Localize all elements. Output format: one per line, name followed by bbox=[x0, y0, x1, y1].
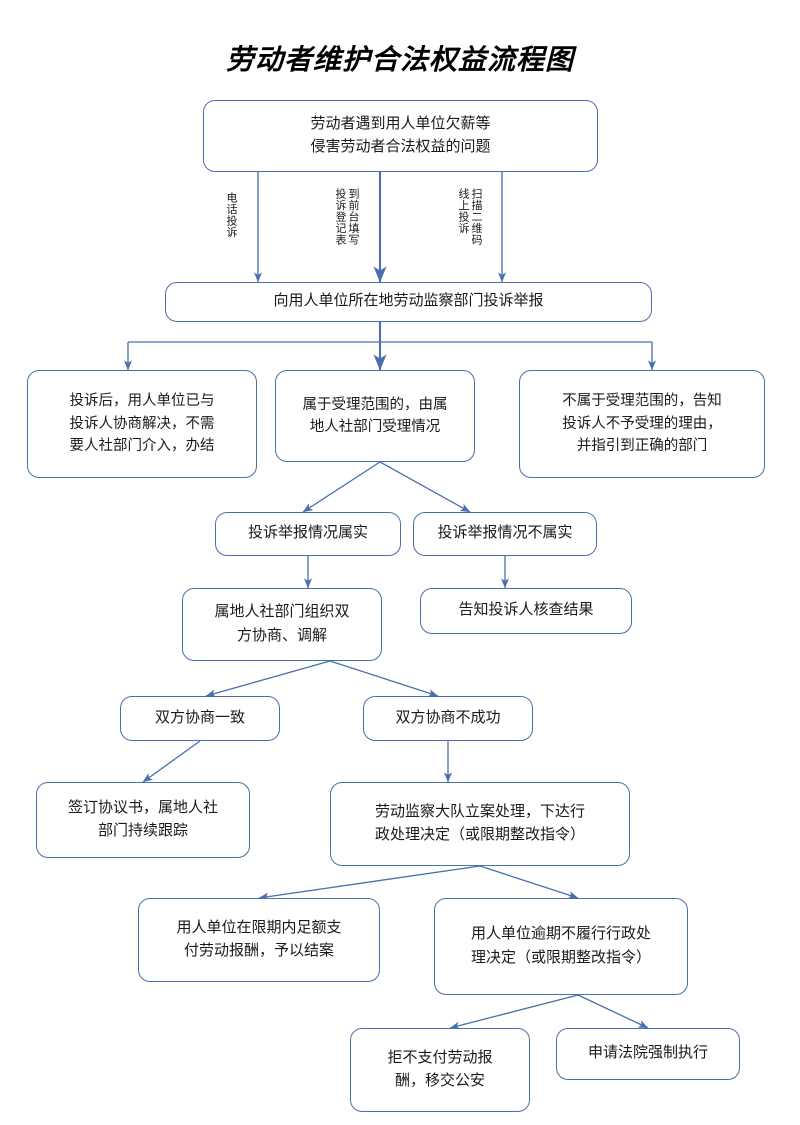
node-not-accepted-line-1: 不属于受理范围的，告知 bbox=[562, 393, 722, 410]
node-accepted-line-2: 地人社部门受理情况 bbox=[309, 419, 441, 435]
node-start-line-1: 劳动者遇到用人单位欠薪等 bbox=[310, 115, 491, 132]
node-false-case: 投诉举报情况不属实 bbox=[413, 512, 597, 556]
node-paid-closed-line-1: 用人单位在限期内足额支 bbox=[176, 919, 342, 936]
edge-agree-sign bbox=[142, 740, 201, 783]
edge-accepted-false bbox=[379, 461, 471, 513]
node-agree: 双方协商一致 bbox=[120, 696, 280, 741]
node-settled-line-1: 投诉后，用人单位已与 bbox=[69, 393, 215, 410]
node-not-accepted: 不属于受理范围的，告知 投诉人不予受理的理由， 并指引到正确的部门 bbox=[519, 370, 765, 478]
node-report-line-1: 向用人单位所在地劳动监察部门投诉举报 bbox=[273, 293, 544, 310]
node-sign-agreement-line-2: 部门持续跟踪 bbox=[97, 823, 188, 839]
node-true-case: 投诉举报情况属实 bbox=[215, 512, 401, 556]
node-settled-line-3: 要人社部门介入，办结 bbox=[69, 438, 215, 455]
node-accepted-line-1: 属于受理范围的，由属 bbox=[302, 396, 448, 413]
node-disagree-line-1: 双方协商不成功 bbox=[395, 709, 501, 726]
node-court: 申请法院强制执行 bbox=[556, 1028, 740, 1080]
node-mediation: 属地人社部门组织双 方协商、调解 bbox=[182, 588, 382, 661]
edge-filing-overdue bbox=[479, 865, 579, 899]
node-not-accepted-line-2: 投诉人不予受理的理由， bbox=[562, 415, 722, 432]
node-not-accepted-line-3: 并指引到正确的部门 bbox=[576, 438, 708, 455]
node-sign-agreement: 签订协议书，属地人社 部门持续跟踪 bbox=[36, 782, 250, 858]
node-accepted: 属于受理范围的，由属 地人社部门受理情况 bbox=[275, 370, 475, 462]
node-case-filing: 劳动监察大队立案处理，下达行 政处理决定（或限期整改指令） bbox=[330, 782, 630, 866]
page-title: 劳动者维护合法权益流程图 bbox=[225, 45, 574, 76]
edge-mediation-agree bbox=[205, 660, 331, 698]
edge-label-phone: 电话投诉 bbox=[224, 192, 237, 238]
node-notify-result-line-1: 告知投诉人核查结果 bbox=[458, 602, 594, 619]
node-true-case-line-1: 投诉举报情况属实 bbox=[247, 525, 368, 542]
node-start-line-2: 侵害劳动者合法权益的问题 bbox=[310, 139, 491, 155]
edge-filing-paid bbox=[258, 865, 481, 901]
node-settled-line-2: 投诉人协商解决，不需 bbox=[69, 415, 215, 432]
node-false-case-line-1: 投诉举报情况不属实 bbox=[437, 525, 573, 542]
edge-label-qr-line-2: 线上投诉 bbox=[456, 188, 469, 234]
node-police-line-1: 拒不支付劳动报 bbox=[387, 1049, 493, 1066]
node-case-filing-line-2: 政处理决定（或限期整改指令） bbox=[374, 827, 585, 843]
node-report: 向用人单位所在地劳动监察部门投诉举报 bbox=[165, 282, 652, 322]
edge-label-desk-line-2: 投诉登记表 bbox=[333, 188, 346, 246]
node-mediation-line-2: 方协商、调解 bbox=[236, 627, 327, 644]
node-start: 劳动者遇到用人单位欠薪等 侵害劳动者合法权益的问题 bbox=[203, 100, 598, 172]
node-disagree: 双方协商不成功 bbox=[363, 696, 533, 741]
node-settled: 投诉后，用人单位已与 投诉人协商解决，不需 要人社部门介入，办结 bbox=[27, 370, 257, 478]
edge-label-desk-group: 投诉登记表 到前台填写 bbox=[333, 188, 359, 246]
edge-accepted-true bbox=[302, 461, 381, 513]
node-police: 拒不支付劳动报 酬，移交公安 bbox=[350, 1028, 530, 1112]
node-overdue-line-2: 理决定（或限期整改指令） bbox=[470, 949, 651, 966]
node-overdue: 用人单位逾期不履行行政处 理决定（或限期整改指令） bbox=[434, 898, 688, 995]
node-paid-closed: 用人单位在限期内足额支 付劳动报酬，予以结案 bbox=[138, 898, 380, 982]
node-paid-closed-line-2: 付劳动报酬，予以结案 bbox=[183, 943, 334, 959]
edge-label-qr-group: 线上投诉 扫描二维码 bbox=[456, 188, 482, 246]
node-mediation-line-1: 属地人社部门组织双 bbox=[214, 604, 350, 621]
node-police-line-2: 酬，移交公安 bbox=[394, 1073, 485, 1089]
edge-overdue-court bbox=[577, 994, 649, 1029]
node-court-line-1: 申请法院强制执行 bbox=[587, 1045, 708, 1062]
edge-label-desk-line-1: 到前台填写 bbox=[346, 188, 359, 246]
edge-overdue-police bbox=[449, 994, 579, 1030]
node-case-filing-line-1: 劳动监察大队立案处理，下达行 bbox=[374, 803, 585, 820]
node-agree-line-1: 双方协商一致 bbox=[154, 709, 245, 726]
node-notify-result: 告知投诉人核查结果 bbox=[420, 588, 632, 634]
edge-mediation-disagree bbox=[329, 660, 439, 697]
node-sign-agreement-line-1: 签订协议书，属地人社 bbox=[67, 799, 218, 816]
edge-label-qr-line-1: 扫描二维码 bbox=[469, 188, 482, 246]
node-overdue-line-1: 用人单位逾期不履行行政处 bbox=[470, 926, 651, 943]
